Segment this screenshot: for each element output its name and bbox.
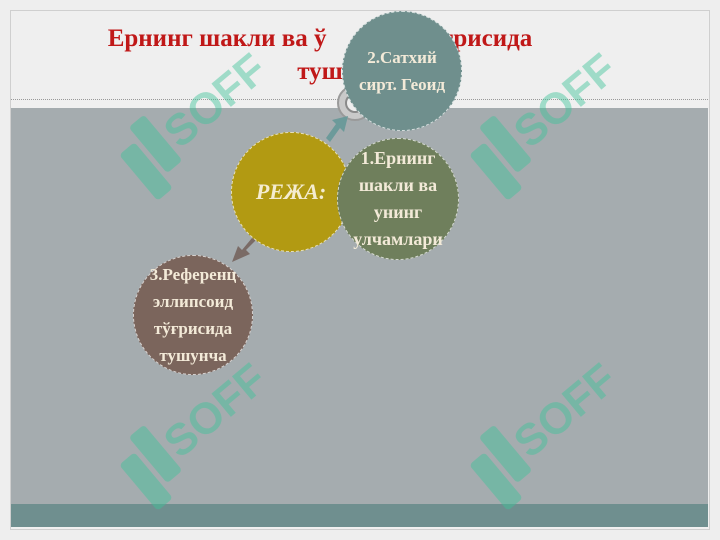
watermark-logo-top-left: SOFF xyxy=(120,44,276,200)
node-2-label: 2.Сатхий сирт. Геоид xyxy=(358,48,446,94)
node-1-label: 1.Ернинг шакли ва унинг улчамлари xyxy=(353,148,443,249)
watermark-logo-top-right: SOFF xyxy=(470,44,626,200)
title-line-2: туш xyxy=(297,58,343,85)
title-line-1: Ернинг шакли ва ў xyxy=(107,25,327,52)
footer-band xyxy=(11,504,708,527)
node-3-label: 3.Референц эллипсоид тўғрисида тушунча xyxy=(149,265,237,365)
arrow-up-right-icon xyxy=(326,116,348,142)
diagram-node-surface-geoid: 2.Сатхий сирт. Геоид xyxy=(342,11,462,131)
watermark-logo-bottom-left: SOFF xyxy=(120,354,276,510)
diagram-node-earth-shape: 1.Ернинг шакли ва унинг улчамлари xyxy=(337,138,459,260)
svg-text:SOFF: SOFF xyxy=(505,354,626,467)
watermark-logo-bottom-right: SOFF xyxy=(470,354,626,510)
diagram-node-reference-ellipsoid: 3.Референц эллипсоид тўғрисида тушунча xyxy=(133,255,253,375)
diagram-node-plan: РЕЖА: xyxy=(231,132,351,252)
arrow-down-left-icon xyxy=(232,238,256,262)
node-center-label: РЕЖА: xyxy=(255,179,327,204)
